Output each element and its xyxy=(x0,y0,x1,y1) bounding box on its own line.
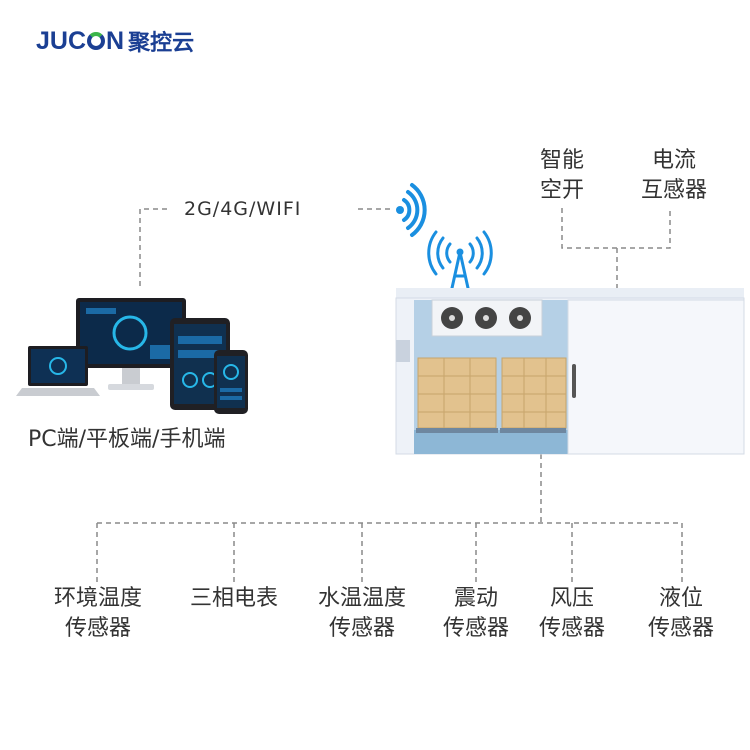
devices-label: PC端/平板端/手机端 xyxy=(28,427,226,452)
top-sensor-current-transformer: 电流 互感器 xyxy=(628,146,720,206)
bottom-sensor-line1: 环境温度 xyxy=(53,586,142,611)
antenna-icon xyxy=(427,230,493,290)
bottom-sensor-line2: 传感器 xyxy=(538,616,605,641)
devices-illustration xyxy=(16,298,248,414)
bottom-sensor-line1: 三相电表 xyxy=(189,586,278,611)
connector-lines xyxy=(96,208,683,585)
wifi-icon xyxy=(396,183,427,237)
bottom-sensor-line2: 传感器 xyxy=(64,616,131,641)
bottom-sensor-ambient-temp: 环境温度 传感器 xyxy=(38,584,158,644)
bottom-sensor-water-temp: 水温温度 传感器 xyxy=(302,584,422,644)
bottom-sensor-line2: 传感器 xyxy=(442,616,509,641)
connector-device-network xyxy=(139,208,170,286)
brand-logo: JU C N 聚控云 xyxy=(36,26,195,57)
bottom-sensor-air-pressure: 风压 传感器 xyxy=(526,584,618,644)
brand-latin-suffix: N xyxy=(106,26,125,55)
bottom-sensor-line1: 水温温度 xyxy=(317,586,406,611)
brand-latin-prefix: JU xyxy=(36,26,68,55)
top-sensor-smart-breaker: 智能 空开 xyxy=(530,146,594,206)
bottom-sensor-liquid-level: 液位 传感器 xyxy=(634,584,728,644)
brand-cn: 聚控云 xyxy=(128,31,195,56)
top-sensor-line1: 电流 xyxy=(651,148,696,173)
top-sensor-line2: 空开 xyxy=(539,178,584,203)
bottom-sensor-line2: 传感器 xyxy=(647,616,714,641)
connector-top-sensors xyxy=(561,208,671,249)
brand-o-ring-icon xyxy=(87,32,106,50)
cold-room-illustration xyxy=(395,288,745,455)
bottom-sensor-line2: 传感器 xyxy=(328,616,395,641)
bottom-sensor-three-phase-meter: 三相电表 xyxy=(172,584,296,614)
network-label: 2G/4G/WIFI xyxy=(184,198,302,220)
bottom-sensor-vibration: 震动 传感器 xyxy=(430,584,522,644)
top-sensor-line2: 互感器 xyxy=(640,178,707,203)
bottom-sensor-line1: 液位 xyxy=(658,586,703,611)
brand-latin-c: C xyxy=(67,26,87,55)
connector-bottom-drops xyxy=(96,523,683,585)
bottom-sensor-line1: 震动 xyxy=(453,586,498,611)
top-sensor-line1: 智能 xyxy=(539,148,584,173)
bottom-sensor-line1: 风压 xyxy=(549,586,594,611)
